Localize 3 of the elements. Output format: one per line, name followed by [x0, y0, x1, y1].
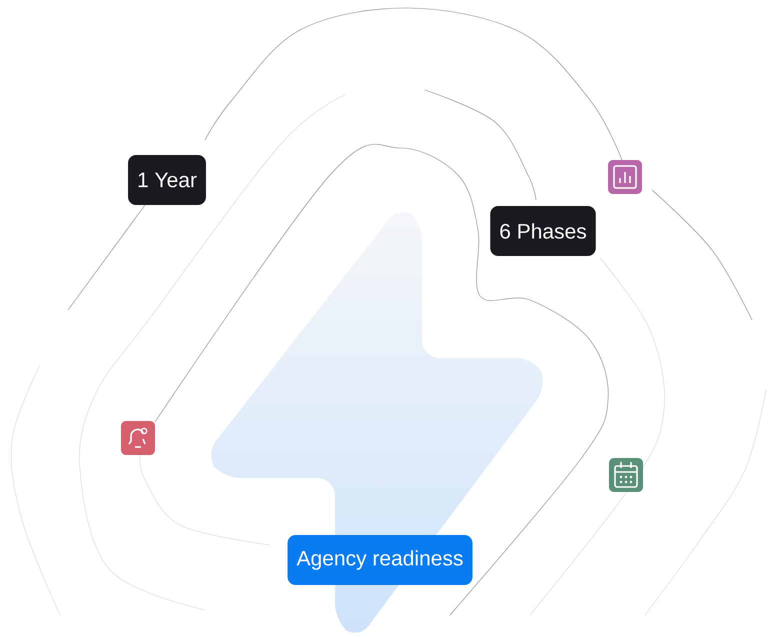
- label-badge: 1 Year: [128, 155, 206, 205]
- label-badge: 6 Phases: [490, 206, 596, 256]
- label-badge: Agency readiness: [288, 535, 472, 585]
